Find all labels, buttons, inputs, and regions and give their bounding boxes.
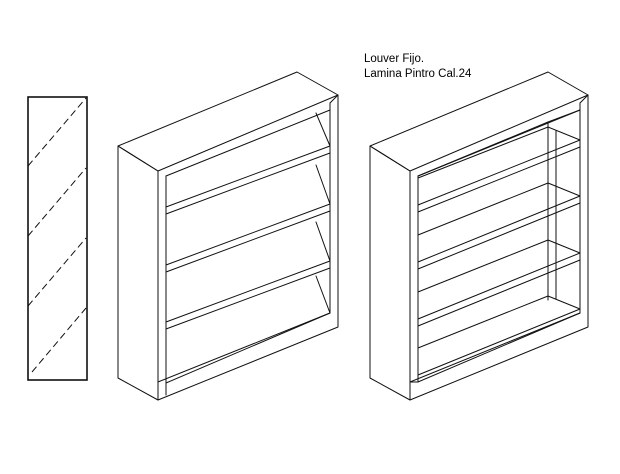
framed-top-corner: [547, 109, 581, 123]
framed-top-face: [369, 71, 589, 172]
framed-sill: [417, 295, 581, 376]
framed-top-reveal: [417, 121, 549, 177]
frame-front-left-face: [117, 145, 159, 401]
louver-section-view: [27, 96, 88, 381]
frame-inner-top: [165, 109, 331, 177]
blade-1: [165, 145, 331, 215]
section-slat-1: [27, 97, 87, 167]
section-slat-2: [27, 167, 87, 237]
framed-blade-3-edge: [417, 259, 581, 327]
louver-isometric-blades: [117, 71, 339, 401]
blade-2: [165, 203, 331, 273]
blade-2-side: [315, 164, 331, 205]
framed-front-left-face: [369, 145, 411, 401]
framed-blade-1-edge: [417, 146, 581, 213]
framed-blade-3: [417, 239, 581, 320]
framed-blade-2: [417, 182, 581, 263]
annotation-line-1: Louver Fijo.: [364, 53, 425, 65]
blade-3: [165, 260, 331, 330]
section-slat-4: [31, 307, 87, 373]
blade-4-side: [315, 275, 331, 314]
framed-blade-2-edge: [417, 202, 581, 270]
blade-1-side: [315, 112, 331, 147]
blade-3-side: [315, 221, 331, 262]
framed-right-face: [409, 94, 589, 401]
section-frame: [27, 96, 88, 381]
frame-top-face: [117, 71, 339, 172]
section-slat-3: [27, 237, 87, 307]
annotation-line-2: Lamina Pintro Cal.24: [364, 68, 472, 80]
bottom-sill: [165, 312, 331, 384]
louver-isometric-framed: [369, 71, 589, 401]
framed-blade-1: [417, 126, 581, 206]
frame-right-face: [157, 94, 339, 401]
